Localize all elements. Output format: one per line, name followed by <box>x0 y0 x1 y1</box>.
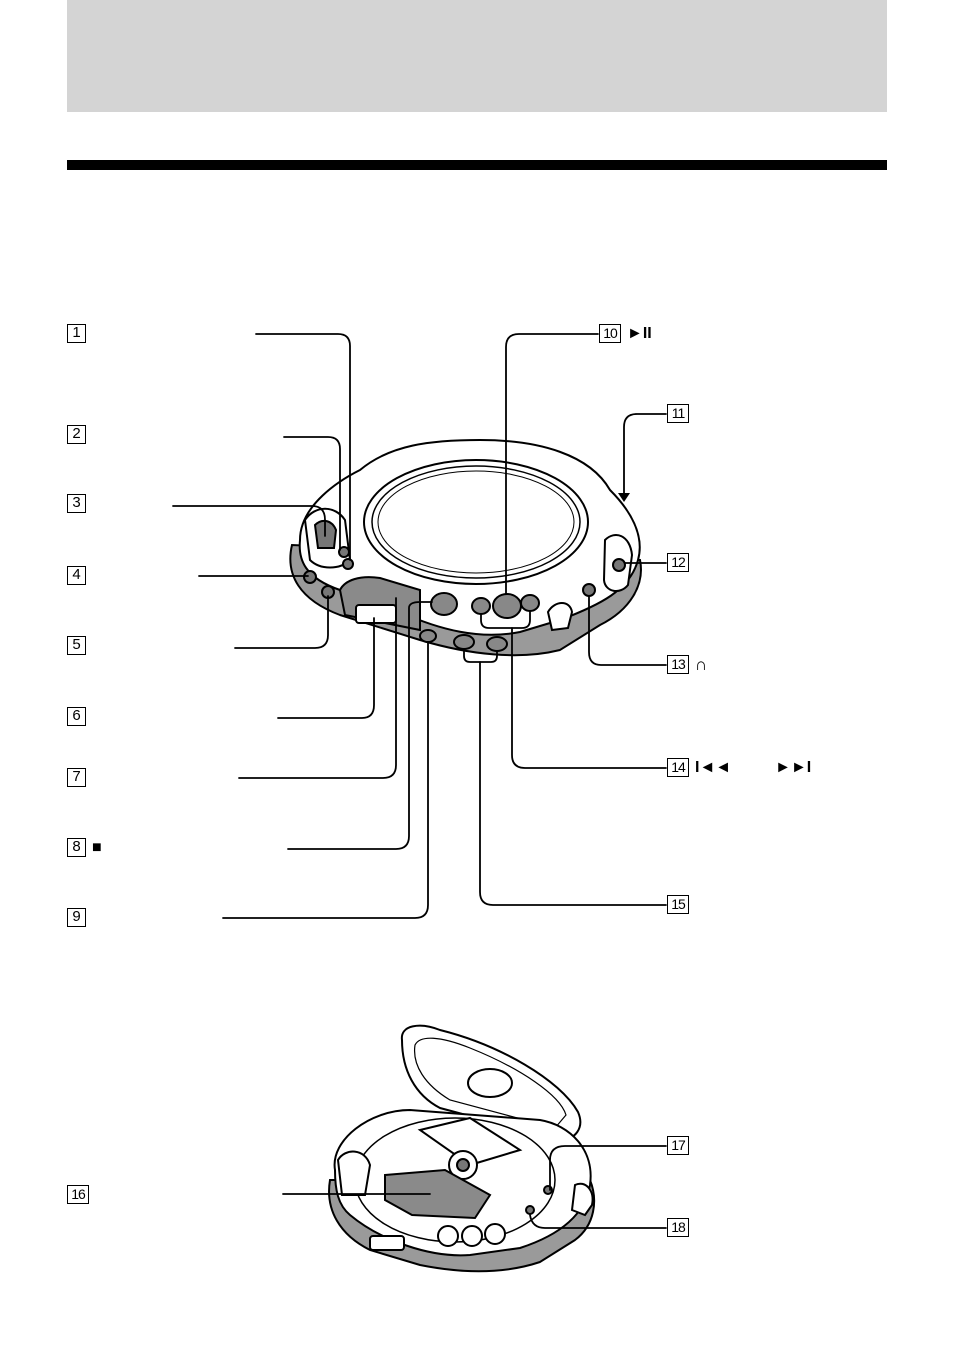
callout-1: 1 <box>67 324 86 343</box>
callout-12: 12 <box>667 553 689 572</box>
player-open-view <box>328 1024 596 1273</box>
callout-3: 3 <box>67 494 86 513</box>
callout-number: 9 <box>67 908 86 927</box>
callout-number: 5 <box>67 636 86 655</box>
callout-18: 18 <box>667 1218 689 1237</box>
header-band <box>67 0 887 112</box>
callout-number: 8 <box>67 838 86 857</box>
previous-track-icon: I◄◄ <box>695 759 732 776</box>
callout-number: 12 <box>667 553 689 572</box>
callout-13: 13 ∩ <box>667 655 707 674</box>
callout-number: 6 <box>67 707 86 726</box>
callout-4: 4 <box>67 566 86 585</box>
leader-lines <box>172 333 667 919</box>
callout-number: 14 <box>667 758 689 777</box>
callout-11: 11 <box>667 404 689 423</box>
callout-number: 16 <box>67 1185 89 1204</box>
headphones-icon: ∩ <box>695 655 708 674</box>
callout-14: 14 I◄◄ ►►I <box>667 758 811 777</box>
callout-number: 10 <box>599 324 621 343</box>
player-top-view <box>289 438 642 657</box>
callout-16: 16 <box>67 1185 89 1204</box>
callout-number: 2 <box>67 425 86 444</box>
arrow-11 <box>618 493 630 502</box>
callout-number: 3 <box>67 494 86 513</box>
callout-number: 4 <box>67 566 86 585</box>
callout-10: 10 ►II <box>599 324 652 343</box>
stop-icon: ■ <box>92 839 102 856</box>
callout-6: 6 <box>67 707 86 726</box>
callout-9: 9 <box>67 908 86 927</box>
callout-7: 7 <box>67 768 86 787</box>
callout-number: 11 <box>667 404 689 423</box>
header-rule <box>67 160 887 170</box>
callout-number: 17 <box>667 1136 689 1155</box>
callout-8: 8 ■ <box>67 838 102 857</box>
callout-number: 13 <box>667 655 689 674</box>
callout-2: 2 <box>67 425 86 444</box>
callout-15: 15 <box>667 895 689 914</box>
callout-number: 15 <box>667 895 689 914</box>
callout-number: 18 <box>667 1218 689 1237</box>
callout-17: 17 <box>667 1136 689 1155</box>
play-pause-icon: ►II <box>627 325 652 342</box>
callout-5: 5 <box>67 636 86 655</box>
leader-lines-open <box>282 1145 667 1229</box>
next-track-icon: ►►I <box>775 759 812 776</box>
callout-number: 7 <box>67 768 86 787</box>
callout-number: 1 <box>67 324 86 343</box>
